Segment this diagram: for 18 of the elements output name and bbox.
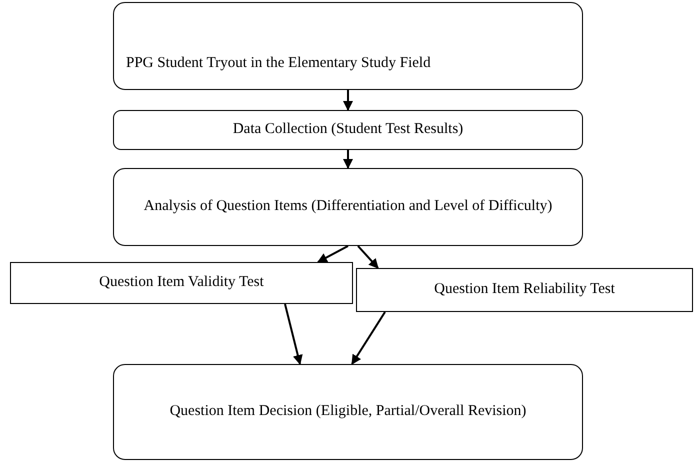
process-box — [113, 110, 583, 150]
box-label: Question Item Reliability Test — [434, 280, 615, 300]
process-box — [113, 364, 583, 460]
process-box — [113, 2, 583, 90]
process-box — [10, 262, 353, 304]
arrow — [343, 150, 353, 169]
box-label: Data Collection (Student Test Results) — [232, 120, 464, 140]
arrow — [284, 304, 303, 365]
box-label: Question Item Validity Test — [99, 273, 264, 292]
arrow — [351, 311, 386, 365]
arrow — [317, 245, 348, 263]
box-label: Analysis of Question Items (Differentiation and Level of Difficulty) — [144, 197, 552, 216]
box-label: PPG Student Tryout in the Elementary Study Field — [126, 54, 431, 74]
arrow — [343, 90, 353, 111]
process-box — [356, 268, 693, 312]
arrow — [357, 245, 379, 269]
process-box — [113, 168, 583, 246]
box-label: Question Item Decision (Eligible, Partial/Overall Revision) — [170, 402, 526, 422]
